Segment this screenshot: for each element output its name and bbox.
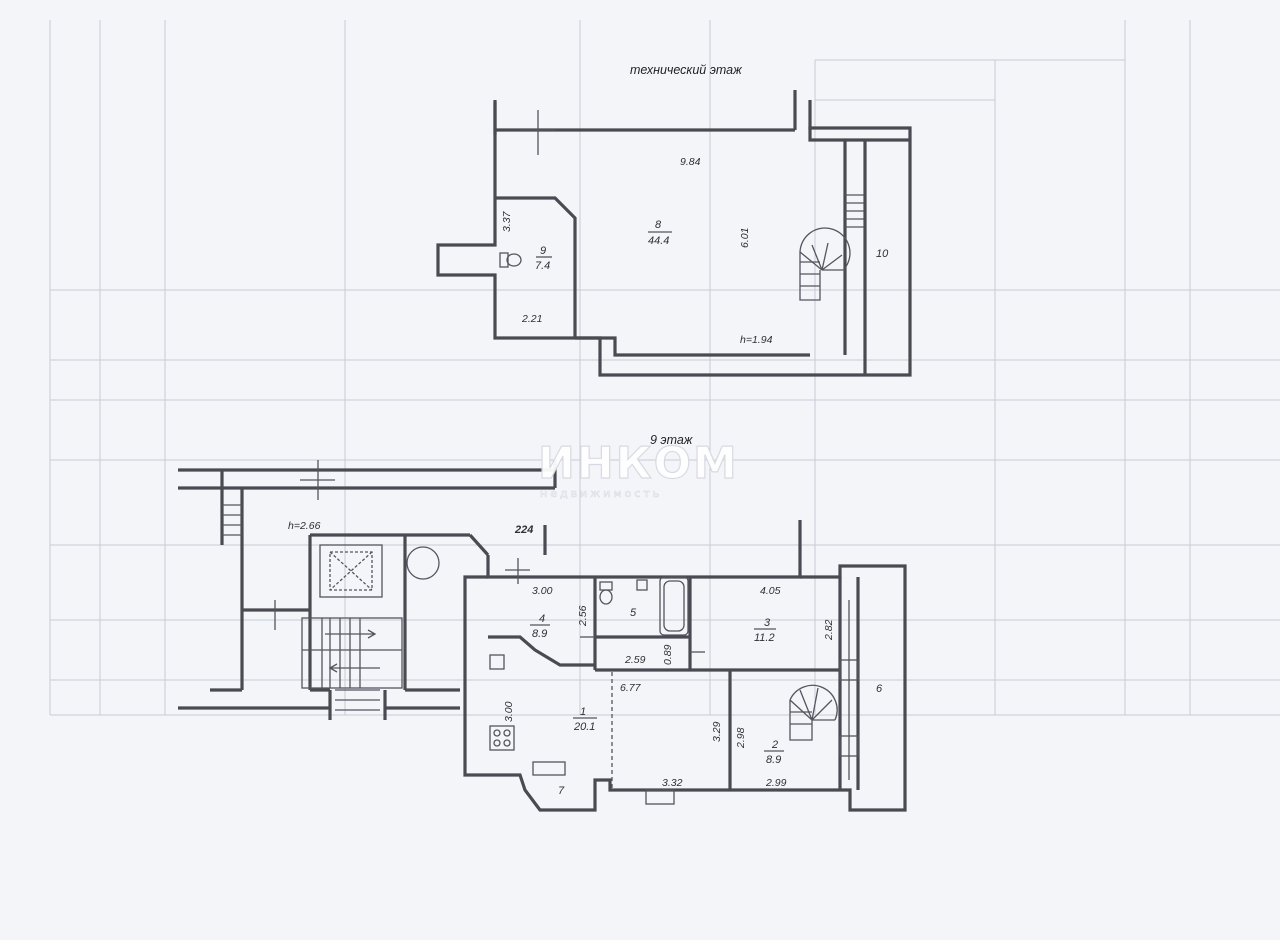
dim-2-99: 2.99 xyxy=(765,777,787,789)
apartment-number: 224 xyxy=(514,524,533,536)
room-3-area: 11.2 xyxy=(754,632,775,644)
dim-3-00-top: 3.00 xyxy=(532,585,553,597)
dim-4-05: 4.05 xyxy=(760,585,781,597)
dim-9-84: 9.84 xyxy=(680,156,701,168)
room-8-area: 44.4 xyxy=(648,235,669,247)
room-7-number: 7 xyxy=(558,785,565,797)
sink-icon xyxy=(636,579,648,591)
room-9-number: 9 xyxy=(540,245,546,257)
room-5-number: 5 xyxy=(630,607,637,619)
watermark-subtitle: недвижимость xyxy=(540,487,662,500)
hall-diagonal xyxy=(468,533,490,557)
technical-floor-title: технический этаж xyxy=(630,63,743,77)
kitchen-sink-icon xyxy=(489,654,505,670)
apartment-outer-wall xyxy=(463,564,907,812)
room-4-number: 4 xyxy=(539,613,545,625)
technical-spiral-stair-icon xyxy=(799,227,851,301)
dim-3-32: 3.32 xyxy=(662,777,683,789)
room-10-number: 10 xyxy=(876,248,889,260)
dim-6-77: 6.77 xyxy=(620,682,642,694)
dim-6-01: 6.01 xyxy=(739,228,751,248)
apartment-top-wall xyxy=(486,520,802,579)
technical-outer-wall xyxy=(436,102,912,377)
dim-2-59: 2.59 xyxy=(624,654,646,666)
room-2-area: 8.9 xyxy=(766,754,781,766)
ninth-floor-title: 9 этаж xyxy=(650,433,694,447)
elevator-icon xyxy=(319,544,383,598)
bathtub-icon xyxy=(659,576,689,636)
incom-watermark-logo: ИНКОМ недвижимость xyxy=(537,437,739,500)
room-1-area: 20.1 xyxy=(573,721,595,733)
toilet-icon-2 xyxy=(599,581,613,605)
room-3-number: 3 xyxy=(764,617,771,629)
technical-stair-ladder xyxy=(845,194,865,228)
partition-4-1 xyxy=(488,635,595,667)
room-8-number: 8 xyxy=(655,219,662,231)
room-9-area: 7.4 xyxy=(535,260,550,272)
room-2-number: 2 xyxy=(771,739,778,751)
stove-icon xyxy=(489,725,515,751)
technical-floor-plan: технический этаж xyxy=(436,63,912,377)
room-4-area: 8.9 xyxy=(532,628,547,640)
spiral-stair-icon xyxy=(789,684,838,741)
dim-0-89: 0.89 xyxy=(662,644,674,665)
watermark-brand: ИНКОМ xyxy=(538,438,739,489)
window-marks xyxy=(532,600,859,805)
stairwell-stairs-icon xyxy=(301,617,403,711)
dim-3-37: 3.37 xyxy=(501,210,513,232)
dim-2-21: 2.21 xyxy=(521,313,542,325)
dim-2-98: 2.98 xyxy=(735,727,747,749)
trash-chute-icon xyxy=(406,546,440,580)
dim-3-29: 3.29 xyxy=(711,721,723,742)
room-9-partition xyxy=(495,196,577,338)
service-ladder-icon xyxy=(222,504,242,536)
room-6-number: 6 xyxy=(876,683,883,695)
stairwell-height: h=2.66 xyxy=(288,520,321,532)
ninth-floor-plan: 9 этаж xyxy=(178,433,907,812)
room-1-number: 1 xyxy=(580,706,586,718)
dim-3-00-left: 3.00 xyxy=(503,701,515,722)
background-table-ghost xyxy=(49,20,1280,716)
dim-2-56: 2.56 xyxy=(577,605,589,627)
toilet-icon xyxy=(499,252,522,268)
technical-lower-partition xyxy=(575,336,810,357)
dim-2-82: 2.82 xyxy=(823,619,835,641)
technical-ceiling-height: h=1.94 xyxy=(740,334,773,346)
